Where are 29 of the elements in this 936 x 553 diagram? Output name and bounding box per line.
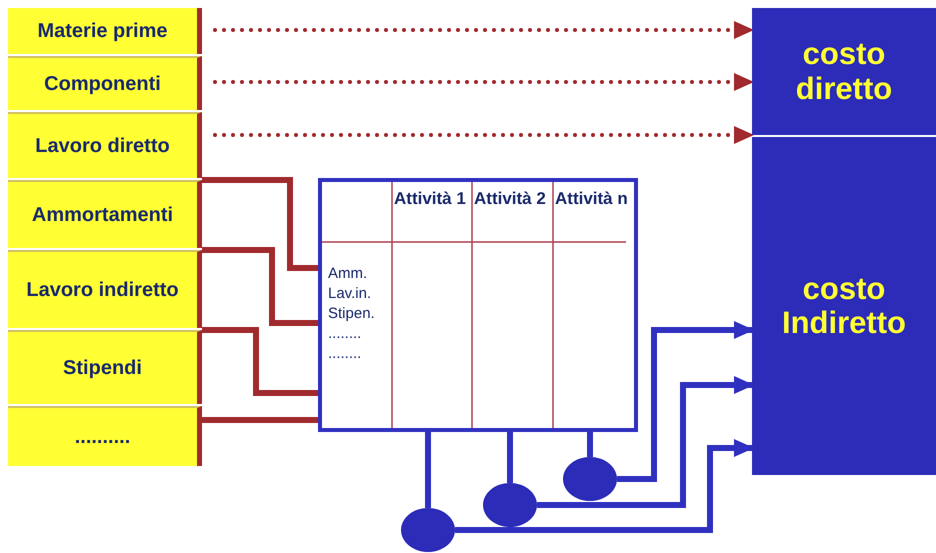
connector-line	[425, 432, 431, 508]
cost-driver-circle	[563, 457, 617, 501]
column-header: Attività n	[555, 188, 629, 210]
cost-box: costo Indiretto	[752, 137, 936, 475]
cost-item-box: Componenti	[8, 56, 202, 110]
cost-item-box: ..........	[8, 406, 202, 466]
cost-item-box: Lavoro diretto	[8, 112, 202, 178]
arrow	[213, 21, 754, 39]
connector-line	[202, 247, 318, 326]
arrow	[617, 321, 754, 482]
arrow	[213, 126, 754, 144]
connector-line	[202, 417, 318, 423]
cost-item-box: Stipendi	[8, 330, 202, 404]
connector-line	[202, 327, 318, 396]
cost-item-box: Materie prime	[8, 8, 202, 54]
connector-line	[507, 432, 513, 483]
arrow	[537, 376, 754, 508]
arrow	[213, 73, 754, 91]
arrow	[455, 439, 754, 533]
cost-driver-circle	[483, 483, 537, 527]
cost-item-box: Lavoro indiretto	[8, 250, 202, 328]
row-labels: Amm. Lav.in. Stipen. ........ ........	[328, 264, 376, 364]
cost-item-box: Ammortamenti	[8, 180, 202, 248]
connector-line	[587, 432, 593, 457]
column-header: Attività 1	[394, 188, 467, 210]
cost-box: costo diretto	[752, 8, 936, 135]
allocation-table	[318, 178, 638, 432]
cost-driver-circle	[401, 508, 455, 552]
column-header: Attività 2	[474, 188, 547, 210]
